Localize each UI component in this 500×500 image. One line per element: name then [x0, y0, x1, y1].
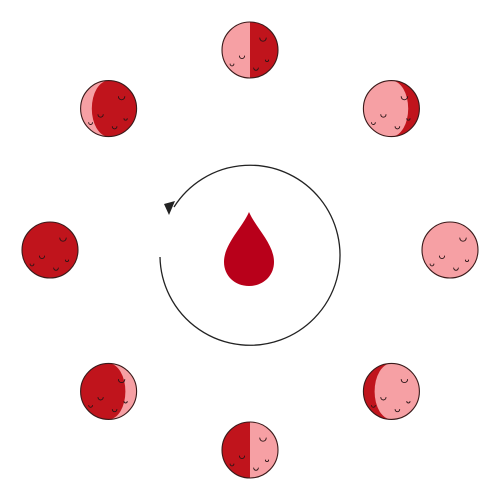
crater	[88, 122, 93, 125]
crater	[264, 459, 270, 462]
crater	[64, 259, 70, 262]
crater	[371, 122, 376, 125]
moon-outline	[221, 21, 279, 79]
crater	[394, 408, 401, 413]
moon-disc	[80, 80, 137, 137]
blood-drop-icon	[224, 212, 274, 286]
crater	[117, 378, 126, 383]
crater	[229, 463, 235, 467]
crater	[88, 404, 93, 408]
arrowhead-icon	[164, 201, 175, 215]
crater	[264, 59, 270, 62]
moon-new-moon-icon	[21, 221, 79, 279]
crater	[438, 255, 446, 259]
moon-last-quarter-icon	[221, 421, 279, 479]
crater	[59, 237, 67, 242]
moon-outline	[362, 80, 420, 138]
crater	[380, 114, 387, 118]
crater	[111, 408, 118, 413]
crater	[464, 259, 470, 262]
crater	[238, 55, 246, 59]
crater	[380, 396, 387, 401]
crater	[259, 437, 267, 442]
moon-full-moon-icon	[421, 221, 479, 279]
moon-waxing-crescent-icon	[80, 80, 138, 138]
moon-outline	[80, 80, 138, 138]
crater	[38, 255, 46, 259]
crater	[253, 67, 259, 71]
crater	[400, 378, 409, 383]
crater	[253, 467, 259, 471]
crater	[371, 404, 376, 408]
crater	[229, 63, 235, 67]
moon-waning-gibbous-icon	[362, 362, 420, 420]
moon-lit-area	[363, 80, 409, 137]
moon-phase-ring	[21, 21, 479, 479]
moon-disc	[422, 222, 478, 278]
crater	[123, 118, 128, 121]
crater	[406, 400, 411, 404]
cycle-arrow-icon	[159, 164, 341, 346]
moon-lit-area	[222, 22, 250, 78]
moon-lit-area	[250, 422, 278, 478]
crater	[111, 126, 118, 130]
crater	[459, 237, 467, 242]
moon-lit-area	[80, 80, 109, 137]
crater	[400, 96, 409, 101]
crater	[394, 126, 401, 130]
moon-waning-crescent-icon	[80, 362, 138, 420]
crater	[29, 263, 35, 267]
moon-outline	[362, 362, 420, 420]
crater	[259, 37, 267, 42]
moon-outline	[80, 362, 138, 420]
moon-lit-area	[374, 363, 420, 420]
moon-disc	[80, 363, 137, 420]
moon-disc	[22, 222, 78, 278]
moon-outline	[421, 221, 479, 279]
moon-first-quarter-icon	[221, 21, 279, 79]
moon-waxing-gibbous-icon	[362, 80, 420, 138]
crater	[123, 400, 128, 404]
crater	[429, 263, 435, 267]
crater	[238, 455, 246, 459]
crater	[97, 114, 104, 118]
crater	[453, 267, 459, 271]
moon-lit-area	[108, 363, 137, 420]
moon-outline	[21, 221, 79, 279]
moon-outline	[221, 421, 279, 479]
crater	[53, 267, 59, 271]
crater	[406, 118, 411, 121]
crater	[97, 396, 104, 401]
cycle-arc	[159, 164, 341, 346]
crater	[117, 96, 126, 101]
